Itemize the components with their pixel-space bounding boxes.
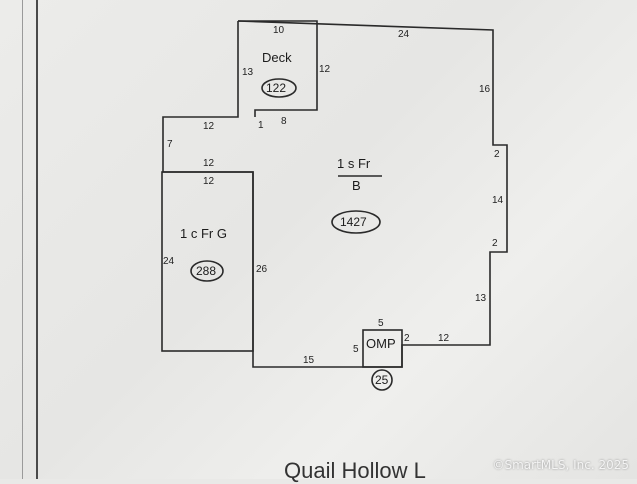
street-name-text: Quail Hollow L [284,458,426,483]
dim-bottom-left: 15 [303,355,315,366]
dim-garage-top-inner: 12 [203,158,215,169]
dim-upper-left-top: 12 [203,121,215,132]
dim-deck-bottom: 8 [281,116,287,127]
main-area-sqft: 1427 [340,215,367,229]
porch-outline [362,329,403,368]
deck-outline [238,20,318,117]
dim-porch-left: 5 [353,344,359,355]
dim-garage-top: 12 [203,176,215,187]
margin-line [36,0,38,479]
porch-area-ellipse [371,369,393,391]
dim-garage-left: 24 [163,256,175,267]
dim-deck-left: 13 [242,67,254,78]
main-area-level: B [352,178,361,193]
deck-sqft: 122 [266,81,286,95]
porch-sqft: 25 [375,373,389,387]
dim-right-notch-bottom: 2 [492,238,498,249]
garage-area-ellipse [190,260,224,282]
dim-main-top: 24 [398,29,410,40]
dim-right-lower: 13 [475,293,487,304]
deck-label: Deck [262,50,292,65]
main-area-ellipse [331,210,381,234]
dim-right-middle: 14 [492,195,504,206]
deck-area-ellipse [261,78,297,98]
garage-label: 1 c Fr G [180,226,227,241]
smartmls-watermark: ©SmartMLS, Inc. 2025 [492,458,630,472]
dim-upper-left-side: 7 [167,139,173,150]
dim-porch-right: 2 [404,333,410,344]
frame-line [22,0,23,479]
dim-right-upper: 16 [479,84,491,95]
dim-deck-right: 12 [319,64,331,75]
dim-right-notch-top: 2 [494,149,500,160]
dim-garage-inner: 26 [256,264,268,275]
dim-deck-top: 10 [273,25,285,36]
garage-sqft: 288 [196,264,216,278]
dim-deck-bottom-small: 1 [258,120,264,131]
main-area-label: 1 s Fr [337,156,371,171]
dim-porch-top: 5 [378,318,384,329]
dim-bottom-right: 12 [438,333,450,344]
main-outline [162,20,508,368]
garage-outline [161,171,254,352]
porch-label: OMP [366,336,396,351]
